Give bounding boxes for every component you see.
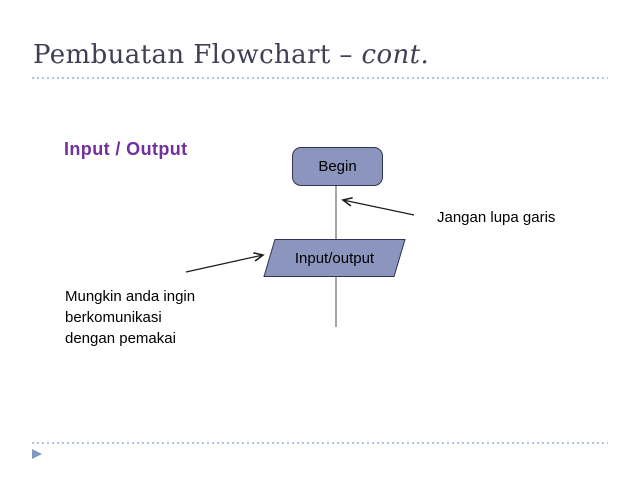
io-label: Input/output bbox=[294, 249, 375, 267]
annotation-io-note: Mungkin anda ingin berkomunikasi dengan … bbox=[65, 286, 195, 349]
slide-title-emphasis: cont. bbox=[361, 40, 430, 70]
flowchart-terminator-begin: Begin bbox=[292, 147, 383, 186]
section-label: Input / Output bbox=[64, 139, 188, 159]
annotation-arrow-to-line bbox=[343, 200, 415, 216]
slide-title-text: Pembuatan Flowchart – bbox=[33, 40, 362, 70]
flowchart-io-parallelogram: Input/output bbox=[263, 239, 406, 277]
annotation-line-note: Jangan lupa garis bbox=[437, 209, 556, 226]
title-divider-dotted-line bbox=[32, 77, 608, 79]
annotation-io-note-line-3: dengan pemakai bbox=[65, 330, 176, 347]
footer-triangle-icon bbox=[32, 449, 42, 459]
begin-label: Begin bbox=[318, 158, 357, 175]
annotation-io-note-line-1: Mungkin anda ingin bbox=[65, 288, 196, 305]
footer-divider-dotted-line bbox=[32, 442, 608, 444]
slide-title: Pembuatan Flowchart – cont. bbox=[33, 40, 429, 71]
annotation-arrow-to-io-shape bbox=[185, 255, 263, 273]
annotation-io-note-line-2: berkomunikasi bbox=[65, 309, 162, 326]
